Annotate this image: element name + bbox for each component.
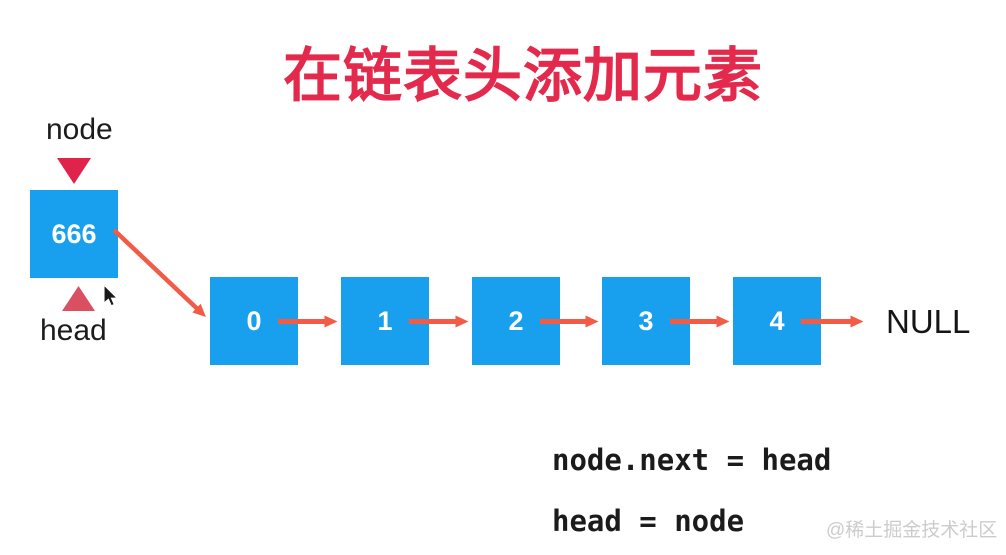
list-node: 2 <box>472 277 560 365</box>
list-node: 3 <box>602 277 690 365</box>
new-node-box: 666 <box>30 190 118 278</box>
mouse-pointer-icon <box>103 283 119 307</box>
watermark: @稀土掘金技术社区 <box>826 520 998 541</box>
triangle-up-icon <box>62 286 95 311</box>
page-title: 在链表头添加元素 <box>283 43 764 109</box>
head-pointer-label: head <box>40 314 107 347</box>
list-node: 4 <box>733 277 821 365</box>
list-node: 0 <box>210 277 298 365</box>
list-node: 1 <box>341 277 429 365</box>
code-line-node-next: node.next = head <box>552 443 832 477</box>
triangle-down-icon <box>57 158 91 184</box>
node-pointer-label: node <box>46 113 113 146</box>
null-terminator-label: NULL <box>886 303 971 340</box>
arrow-new-node-to-node0 <box>112 228 206 318</box>
code-line-head-assign: head = node <box>552 504 745 538</box>
